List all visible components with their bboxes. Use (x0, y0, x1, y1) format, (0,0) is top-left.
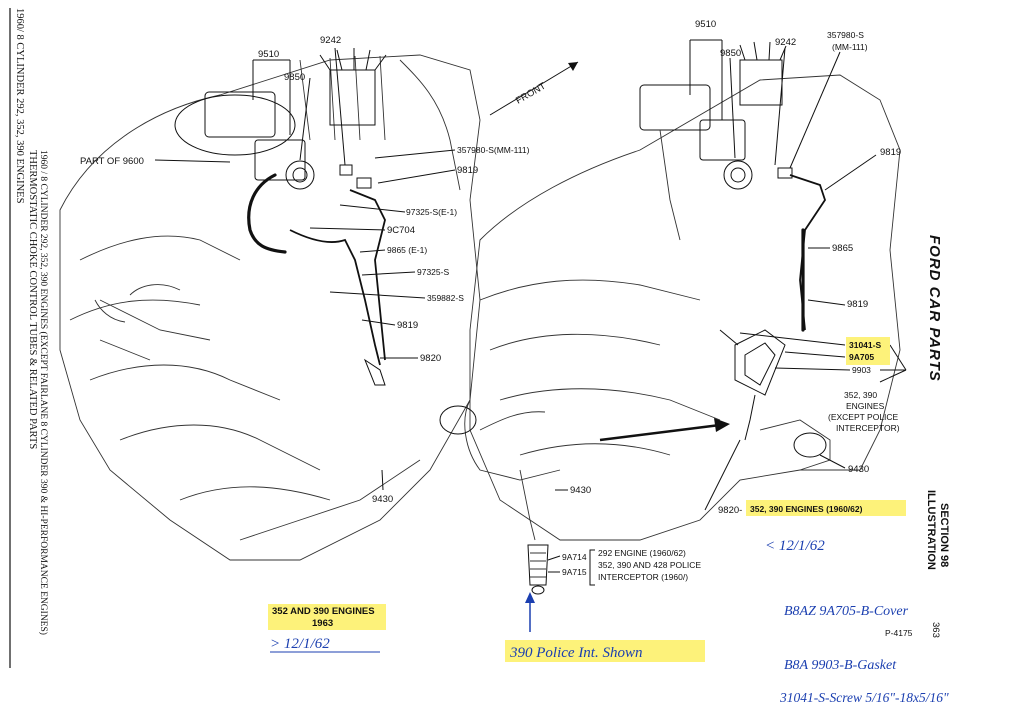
label-9510-left: 9510 (258, 49, 279, 60)
label-9a714: 9A714 (562, 552, 587, 562)
brand-title: FORD CAR PARTS (926, 235, 943, 382)
left-caption: 352 AND 390 ENGINES 1963 > 12/1/62 (268, 604, 386, 653)
label-9430-left: 9430 (372, 494, 393, 505)
engines-note-4: INTERCEPTOR) (836, 423, 900, 433)
label-9865-right: 9865 (832, 243, 853, 254)
caption-year: 1963 (312, 618, 333, 629)
label-9850-right: 9850 (720, 48, 741, 59)
engines-note-1: 352, 390 (844, 390, 877, 400)
handwritten-date-left: > 12/1/62 (270, 636, 330, 652)
label-9242-right: 9242 (775, 37, 796, 48)
engines-note-3: (EXCEPT POLICE (828, 412, 899, 422)
handwritten-arrow (525, 592, 535, 632)
section-line-2: SECTION 98 (938, 503, 950, 567)
label-9850-left: 9850 (284, 72, 305, 83)
label-9a715: 9A715 (562, 567, 587, 577)
label-31041: 31041-S (849, 340, 881, 350)
tube-note-2: 352, 390 AND 428 POLICE (598, 560, 701, 570)
side-title-line1: 1960/ 8 CYLINDER 292, 352, 390 ENGINES (14, 8, 25, 204)
tube-note-3: INTERCEPTOR (1960/) (598, 572, 688, 582)
section-block-1: ILLUSTRATION (925, 490, 937, 570)
label-97325-left: 97325-S (417, 267, 449, 277)
label-357980-right: 357980-S (827, 30, 864, 40)
label-359882-left: 359882-S (427, 293, 464, 303)
left-leaders (154, 47, 456, 491)
side-title-line2: THERMOSTATIC CHOKE CONTROL TUBES & RELAT… (27, 150, 38, 449)
right-engine-illustration (439, 41, 901, 595)
police-note: 390 Police Int. Shown (505, 640, 705, 662)
handwritten-gasket-note: B8A 9903-B-Gasket (784, 658, 897, 673)
label-357980-left: 357980-S(MM-111) (457, 145, 530, 155)
label-9819-right-a: 9819 (880, 147, 901, 158)
caption-352-390-engines: 352 AND 390 ENGINES (272, 606, 375, 617)
side-title-line3: 1960 / 8 CYLINDER 292, 352, 390 ENGINES … (38, 150, 49, 635)
left-labels: 9510 9850 9242 PART OF 9600 357980-S(MM-… (80, 35, 530, 505)
section-line-1: ILLUSTRATION (925, 490, 937, 570)
label-9430-right-b: 9430 (848, 464, 869, 475)
plate-number: P-4175 (885, 628, 913, 638)
label-357980-right-b: (MM-111) (832, 42, 868, 52)
handwritten-screw-note: 31041-S-Screw 5/16"-18x5/16" (779, 690, 949, 705)
label-9c704: 9C704 (387, 225, 415, 236)
left-engine-illustration (59, 48, 481, 561)
label-9510-right: 9510 (695, 19, 716, 30)
label-9865-left: 9865 (E-1) (387, 245, 427, 255)
label-9820-left: 9820 (420, 353, 441, 364)
handwritten-police-note: 390 Police Int. Shown (509, 645, 642, 661)
side-title-2: THERMOSTATIC CHOKE CONTROL TUBES & RELAT… (27, 150, 38, 449)
pointer-arrow (599, 418, 730, 442)
label-part-of-9600: PART OF 9600 (80, 156, 144, 167)
label-9242-left: 9242 (320, 35, 341, 46)
side-title-3: 1960 / 8 CYLINDER 292, 352, 390 ENGINES … (38, 150, 49, 635)
right-leaders (547, 39, 907, 586)
label-9819-right-b: 9819 (847, 299, 868, 310)
label-97325e-left: 97325-S(E-1) (406, 207, 457, 217)
tube-note-1: 292 ENGINE (1960/62) (598, 548, 686, 558)
label-9430-right-a: 9430 (570, 485, 591, 496)
engines-note-2: ENGINES (846, 401, 885, 411)
label-9903: 9903 (852, 365, 871, 375)
label-9819-left-a: 9819 (457, 165, 478, 176)
page-number-block: 363 (930, 622, 941, 638)
label-9820-right-note: 352, 390 ENGINES (1960/62) (750, 504, 863, 514)
right-labels: 9510 9850 9242 357980-S (MM-111) 9819 98… (562, 19, 906, 582)
page-number: 363 (930, 622, 941, 638)
section-block-2: SECTION 98 (938, 503, 950, 567)
brand-block: FORD CAR PARTS (926, 235, 943, 382)
front-label: FRONT (514, 81, 548, 107)
label-9819-left-b: 9819 (397, 320, 418, 331)
label-9820-right: 9820- (718, 505, 742, 516)
side-title: 1960/ 8 CYLINDER 292, 352, 390 ENGINES (14, 8, 25, 204)
label-9a705: 9A705 (849, 352, 874, 362)
handwritten-date-right: < 12/1/62 (765, 538, 825, 554)
front-direction-arrow: FRONT (489, 61, 579, 116)
handwritten-cover-note: B8AZ 9A705-B-Cover (784, 604, 909, 619)
